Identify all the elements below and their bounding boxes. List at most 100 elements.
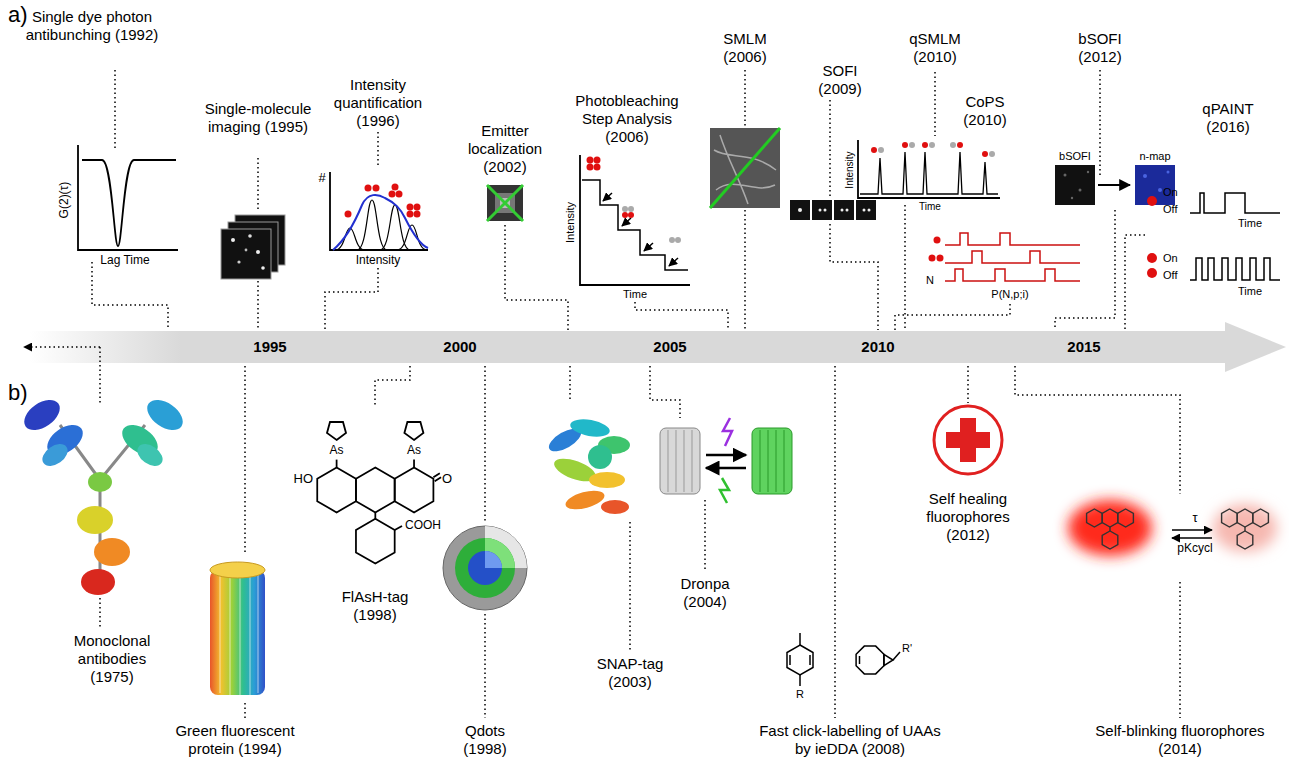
cops-traces-part bbox=[945, 233, 1080, 245]
single-molecule-frames-part bbox=[231, 238, 235, 242]
method-label: SOFI (2009) bbox=[810, 62, 870, 98]
year-label: 2005 bbox=[645, 338, 695, 356]
method-label: Single-molecule imaging (1995) bbox=[198, 100, 318, 136]
quantum-dot bbox=[443, 526, 527, 610]
leader-lines-part bbox=[1179, 582, 1181, 718]
qsmlm-plot-part-part bbox=[909, 142, 915, 148]
sofi-frames-part-part bbox=[798, 208, 802, 212]
photobleaching-plot-part-part bbox=[644, 243, 653, 251]
flash-structure-part bbox=[395, 526, 402, 530]
leader-lines-part bbox=[1099, 70, 1101, 176]
bsofi-images-part-part bbox=[1143, 174, 1147, 178]
axis-label: Lag Time bbox=[90, 253, 160, 267]
leader-lines-part bbox=[484, 614, 486, 718]
qsmlm-plot-part-part bbox=[929, 142, 935, 148]
dronpa-switch bbox=[660, 418, 792, 503]
cops-traces bbox=[929, 233, 1081, 281]
flash-structure-part bbox=[317, 460, 441, 564]
quantum-dot-part bbox=[455, 538, 515, 598]
qsmlm-plot-part bbox=[858, 140, 1000, 198]
self-blinking-dyes-part bbox=[1087, 509, 1134, 549]
qsmlm-plot-part-part bbox=[878, 147, 884, 153]
flash-structure-part-part bbox=[374, 512, 376, 518]
bsofi-images bbox=[1055, 165, 1175, 205]
click-reagents-part bbox=[884, 654, 893, 665]
emitter-localization-part bbox=[487, 185, 523, 221]
bsofi-images-part-part bbox=[1079, 189, 1082, 192]
atom-label: R bbox=[793, 688, 807, 701]
bsofi-images-part-part bbox=[1167, 171, 1170, 174]
photobleaching-plot-part-part bbox=[622, 206, 628, 212]
leader-lines-part bbox=[830, 224, 878, 330]
leader-lines-part bbox=[484, 366, 486, 522]
self-blinking-dyes-part bbox=[1172, 537, 1212, 539]
qsmlm-plot-part-part bbox=[871, 147, 877, 153]
tag-label: Qdots (1998) bbox=[455, 722, 515, 758]
tag-label: Dronpa (2004) bbox=[665, 575, 745, 611]
self-blinking-dyes-part bbox=[1213, 504, 1277, 552]
cops-traces-part-part bbox=[929, 255, 936, 262]
gfp-barrel-part bbox=[210, 562, 265, 578]
method-label: Intensity quantification (1996) bbox=[321, 76, 436, 130]
intensity-histogram-part-part bbox=[396, 191, 403, 198]
quantum-dot-part bbox=[468, 551, 502, 585]
dronpa-switch-part bbox=[752, 428, 792, 494]
flash-structure bbox=[317, 422, 441, 564]
method-label: Emitter localization (2002) bbox=[455, 122, 555, 176]
tag-label: SNAP-tag (2003) bbox=[585, 655, 675, 691]
atom-label: As bbox=[325, 443, 349, 457]
axis-label: P(N,p;i) bbox=[980, 288, 1040, 301]
flash-structure-part-part bbox=[356, 468, 395, 513]
leader-lines-part bbox=[1125, 235, 1145, 330]
photobleaching-plot bbox=[580, 155, 690, 285]
smlm-image-part bbox=[710, 128, 780, 208]
self-blinking-dyes-part bbox=[1068, 500, 1152, 556]
axis-label: Time bbox=[910, 201, 950, 213]
axis-label: Time bbox=[610, 288, 660, 301]
qsmlm-plot-part bbox=[878, 142, 995, 157]
method-label: Photobleaching Step Analysis (2006) bbox=[565, 92, 690, 146]
photobleaching-plot-part bbox=[582, 180, 688, 270]
leader-lines-part bbox=[704, 500, 706, 571]
intensity-histogram-part bbox=[345, 184, 421, 218]
sofi-frames-part-part bbox=[846, 209, 849, 212]
rate-label: pKcycl bbox=[1170, 541, 1220, 555]
qsmlm-plot-part-part bbox=[902, 142, 908, 148]
leader-lines-part bbox=[967, 366, 969, 403]
sofi-frames-part bbox=[798, 208, 871, 212]
qsmlm-plot-part-part bbox=[922, 142, 928, 148]
gfp-barrel-part bbox=[220, 572, 258, 695]
snap-tag-protein-part bbox=[569, 417, 611, 440]
quantum-dot-part bbox=[485, 538, 515, 568]
cops-traces-part bbox=[945, 269, 1080, 281]
cops-traces-part-part bbox=[934, 237, 941, 244]
bsofi-images-part-part bbox=[1087, 171, 1089, 173]
quantum-dot-part bbox=[443, 526, 527, 610]
qpaint-traces-part bbox=[1190, 258, 1280, 280]
antibody-structure-part bbox=[81, 569, 115, 595]
sofi-frames-part bbox=[856, 200, 876, 220]
intensity-histogram-part-part bbox=[345, 211, 352, 218]
leader-lines-part bbox=[569, 366, 571, 402]
bsofi-images-part bbox=[1098, 184, 1130, 186]
panel-letter: b) bbox=[8, 380, 48, 406]
single-molecule-frames-part bbox=[261, 266, 265, 270]
photobleaching-plot-part-part bbox=[669, 237, 675, 243]
photobleaching-plot-part-part bbox=[587, 164, 594, 171]
dronpa-switch-part bbox=[668, 430, 692, 492]
self-blinking-dyes bbox=[1068, 500, 1277, 556]
year-label: 2010 bbox=[853, 338, 903, 356]
antibody-structure-part bbox=[77, 506, 113, 534]
single-molecule-frames bbox=[221, 215, 285, 279]
tag-label: Green fluorescent protein (1994) bbox=[165, 722, 305, 758]
single-molecule-frames-part bbox=[256, 250, 260, 254]
year-label: 2000 bbox=[435, 338, 485, 356]
dronpa-switch-part bbox=[660, 428, 700, 494]
qpaint-traces-part bbox=[1147, 268, 1157, 278]
sofi-frames-part-part bbox=[868, 209, 871, 212]
photobleaching-plot-part-part bbox=[622, 212, 628, 218]
photobleaching-plot-part-part bbox=[669, 258, 678, 266]
leader-lines-part bbox=[744, 210, 746, 330]
snap-tag-protein-part bbox=[588, 445, 612, 469]
year-label: 1995 bbox=[245, 338, 295, 356]
